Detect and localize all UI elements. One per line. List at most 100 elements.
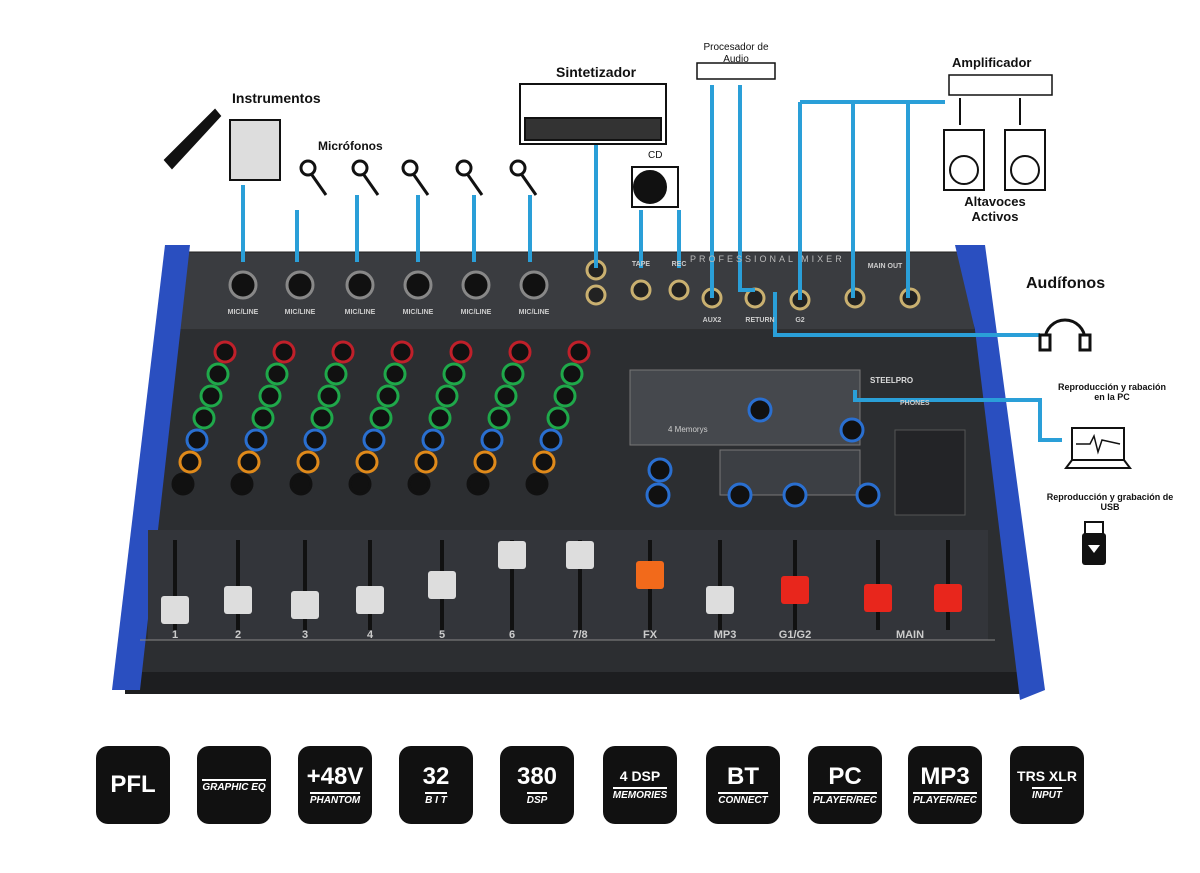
channel-knob[interactable] (355, 450, 379, 474)
master-knob[interactable] (782, 482, 808, 508)
jack[interactable] (585, 284, 607, 306)
channel-knob[interactable] (414, 450, 438, 474)
badge-subtitle: B I T (425, 791, 447, 807)
badge-title: 380 (516, 762, 558, 790)
channel-knob[interactable] (494, 384, 518, 408)
channel-knob[interactable] (442, 362, 466, 386)
badge-subtitle: PHANTOM (309, 791, 361, 807)
fader-cap[interactable] (224, 586, 252, 614)
master-knob[interactable] (645, 482, 671, 508)
channel-knob[interactable] (206, 362, 230, 386)
channel-knob[interactable] (553, 384, 577, 408)
channel-knob[interactable] (369, 406, 393, 430)
cables (241, 85, 1062, 442)
channel-knob[interactable] (407, 472, 431, 496)
channel-knob[interactable] (435, 384, 459, 408)
fader-cap[interactable] (428, 571, 456, 599)
fader-cap[interactable] (356, 586, 384, 614)
fader-cap[interactable] (636, 561, 664, 589)
fader-cap[interactable] (291, 591, 319, 619)
channel-knob[interactable] (508, 340, 532, 364)
fader-cap[interactable] (498, 541, 526, 569)
channel-label: MAIN (896, 629, 924, 641)
channel-knob[interactable] (525, 472, 549, 496)
guitar-amp-icon (163, 108, 281, 181)
channel-knob[interactable] (251, 406, 275, 430)
channel-knob[interactable] (272, 340, 296, 364)
channel-knob[interactable] (449, 340, 473, 364)
channel-knob[interactable] (192, 406, 216, 430)
fader-cap[interactable] (566, 541, 594, 569)
channel-knob[interactable] (567, 340, 591, 364)
channel-knob[interactable] (421, 428, 445, 452)
xlr-combo-jack[interactable] (519, 270, 549, 300)
xlr-combo-jack[interactable] (228, 270, 258, 300)
jack[interactable] (630, 279, 652, 301)
channel-knob[interactable] (428, 406, 452, 430)
channel-label: 1 (172, 629, 178, 641)
master-knob[interactable] (747, 397, 773, 423)
master-knob[interactable] (647, 457, 673, 483)
master-knob[interactable] (839, 417, 865, 443)
channel-knob[interactable] (244, 428, 268, 452)
label-procesador: Procesador de Audio (703, 42, 769, 65)
badge-title: 4 DSP (619, 767, 661, 784)
master-knob[interactable] (855, 482, 881, 508)
jack[interactable] (668, 279, 690, 301)
channel-knob[interactable] (324, 362, 348, 386)
label-audifonos: Audífonos (1026, 275, 1106, 292)
xlr-combo-jack[interactable] (285, 270, 315, 300)
channel-knob[interactable] (362, 428, 386, 452)
channel-knob[interactable] (501, 362, 525, 386)
xlr-combo-jack[interactable] (403, 270, 433, 300)
fader-cap[interactable] (934, 584, 962, 612)
fader-cap[interactable] (706, 586, 734, 614)
fader-track (578, 540, 582, 630)
channel-knob[interactable] (383, 362, 407, 386)
channel-knob[interactable] (539, 428, 563, 452)
channel-knob[interactable] (185, 428, 209, 452)
xlr-combo-jack[interactable] (345, 270, 375, 300)
channel-knob[interactable] (230, 472, 254, 496)
channel-knob[interactable] (546, 406, 570, 430)
channel-label: 6 (509, 629, 515, 641)
channel-knob[interactable] (213, 340, 237, 364)
channel-knob[interactable] (178, 450, 202, 474)
channel-knob[interactable] (331, 340, 355, 364)
channel-knob[interactable] (376, 384, 400, 408)
badge-subtitle: PLAYER/REC (913, 791, 977, 807)
label-pc: Reproducción y rabación en la PC (1057, 382, 1167, 403)
channel-knob[interactable] (303, 428, 327, 452)
channel-knob[interactable] (310, 406, 334, 430)
phones-label: PHONES (900, 400, 930, 407)
channel-knob[interactable] (265, 362, 289, 386)
channel-knob[interactable] (348, 472, 372, 496)
microphone-icon (299, 159, 328, 196)
turntable-icon (631, 166, 679, 208)
channel-label: MP3 (714, 629, 737, 641)
master-knob[interactable] (727, 482, 753, 508)
fader-track (368, 540, 372, 630)
input-label: MIC/LINE (228, 309, 259, 316)
channel-knob[interactable] (487, 406, 511, 430)
fader-cap[interactable] (864, 584, 892, 612)
channel-label: 5 (439, 629, 445, 641)
xlr-combo-jack[interactable] (461, 270, 491, 300)
channel-knob[interactable] (289, 472, 313, 496)
channel-knob[interactable] (199, 384, 223, 408)
channel-knob[interactable] (480, 428, 504, 452)
channel-knob[interactable] (466, 472, 490, 496)
channel-knob[interactable] (317, 384, 341, 408)
channel-knob[interactable] (473, 450, 497, 474)
fader-cap[interactable] (781, 576, 809, 604)
channel-knob[interactable] (237, 450, 261, 474)
channel-knob[interactable] (171, 472, 195, 496)
channel-knob[interactable] (560, 362, 584, 386)
channel-knob[interactable] (258, 384, 282, 408)
channel-knob[interactable] (296, 450, 320, 474)
fader-track (510, 540, 514, 630)
fader-cap[interactable] (161, 596, 189, 624)
channel-knob[interactable] (390, 340, 414, 364)
channel-knob[interactable] (532, 450, 556, 474)
badge-subtitle: GRAPHIC EQ (202, 779, 266, 794)
